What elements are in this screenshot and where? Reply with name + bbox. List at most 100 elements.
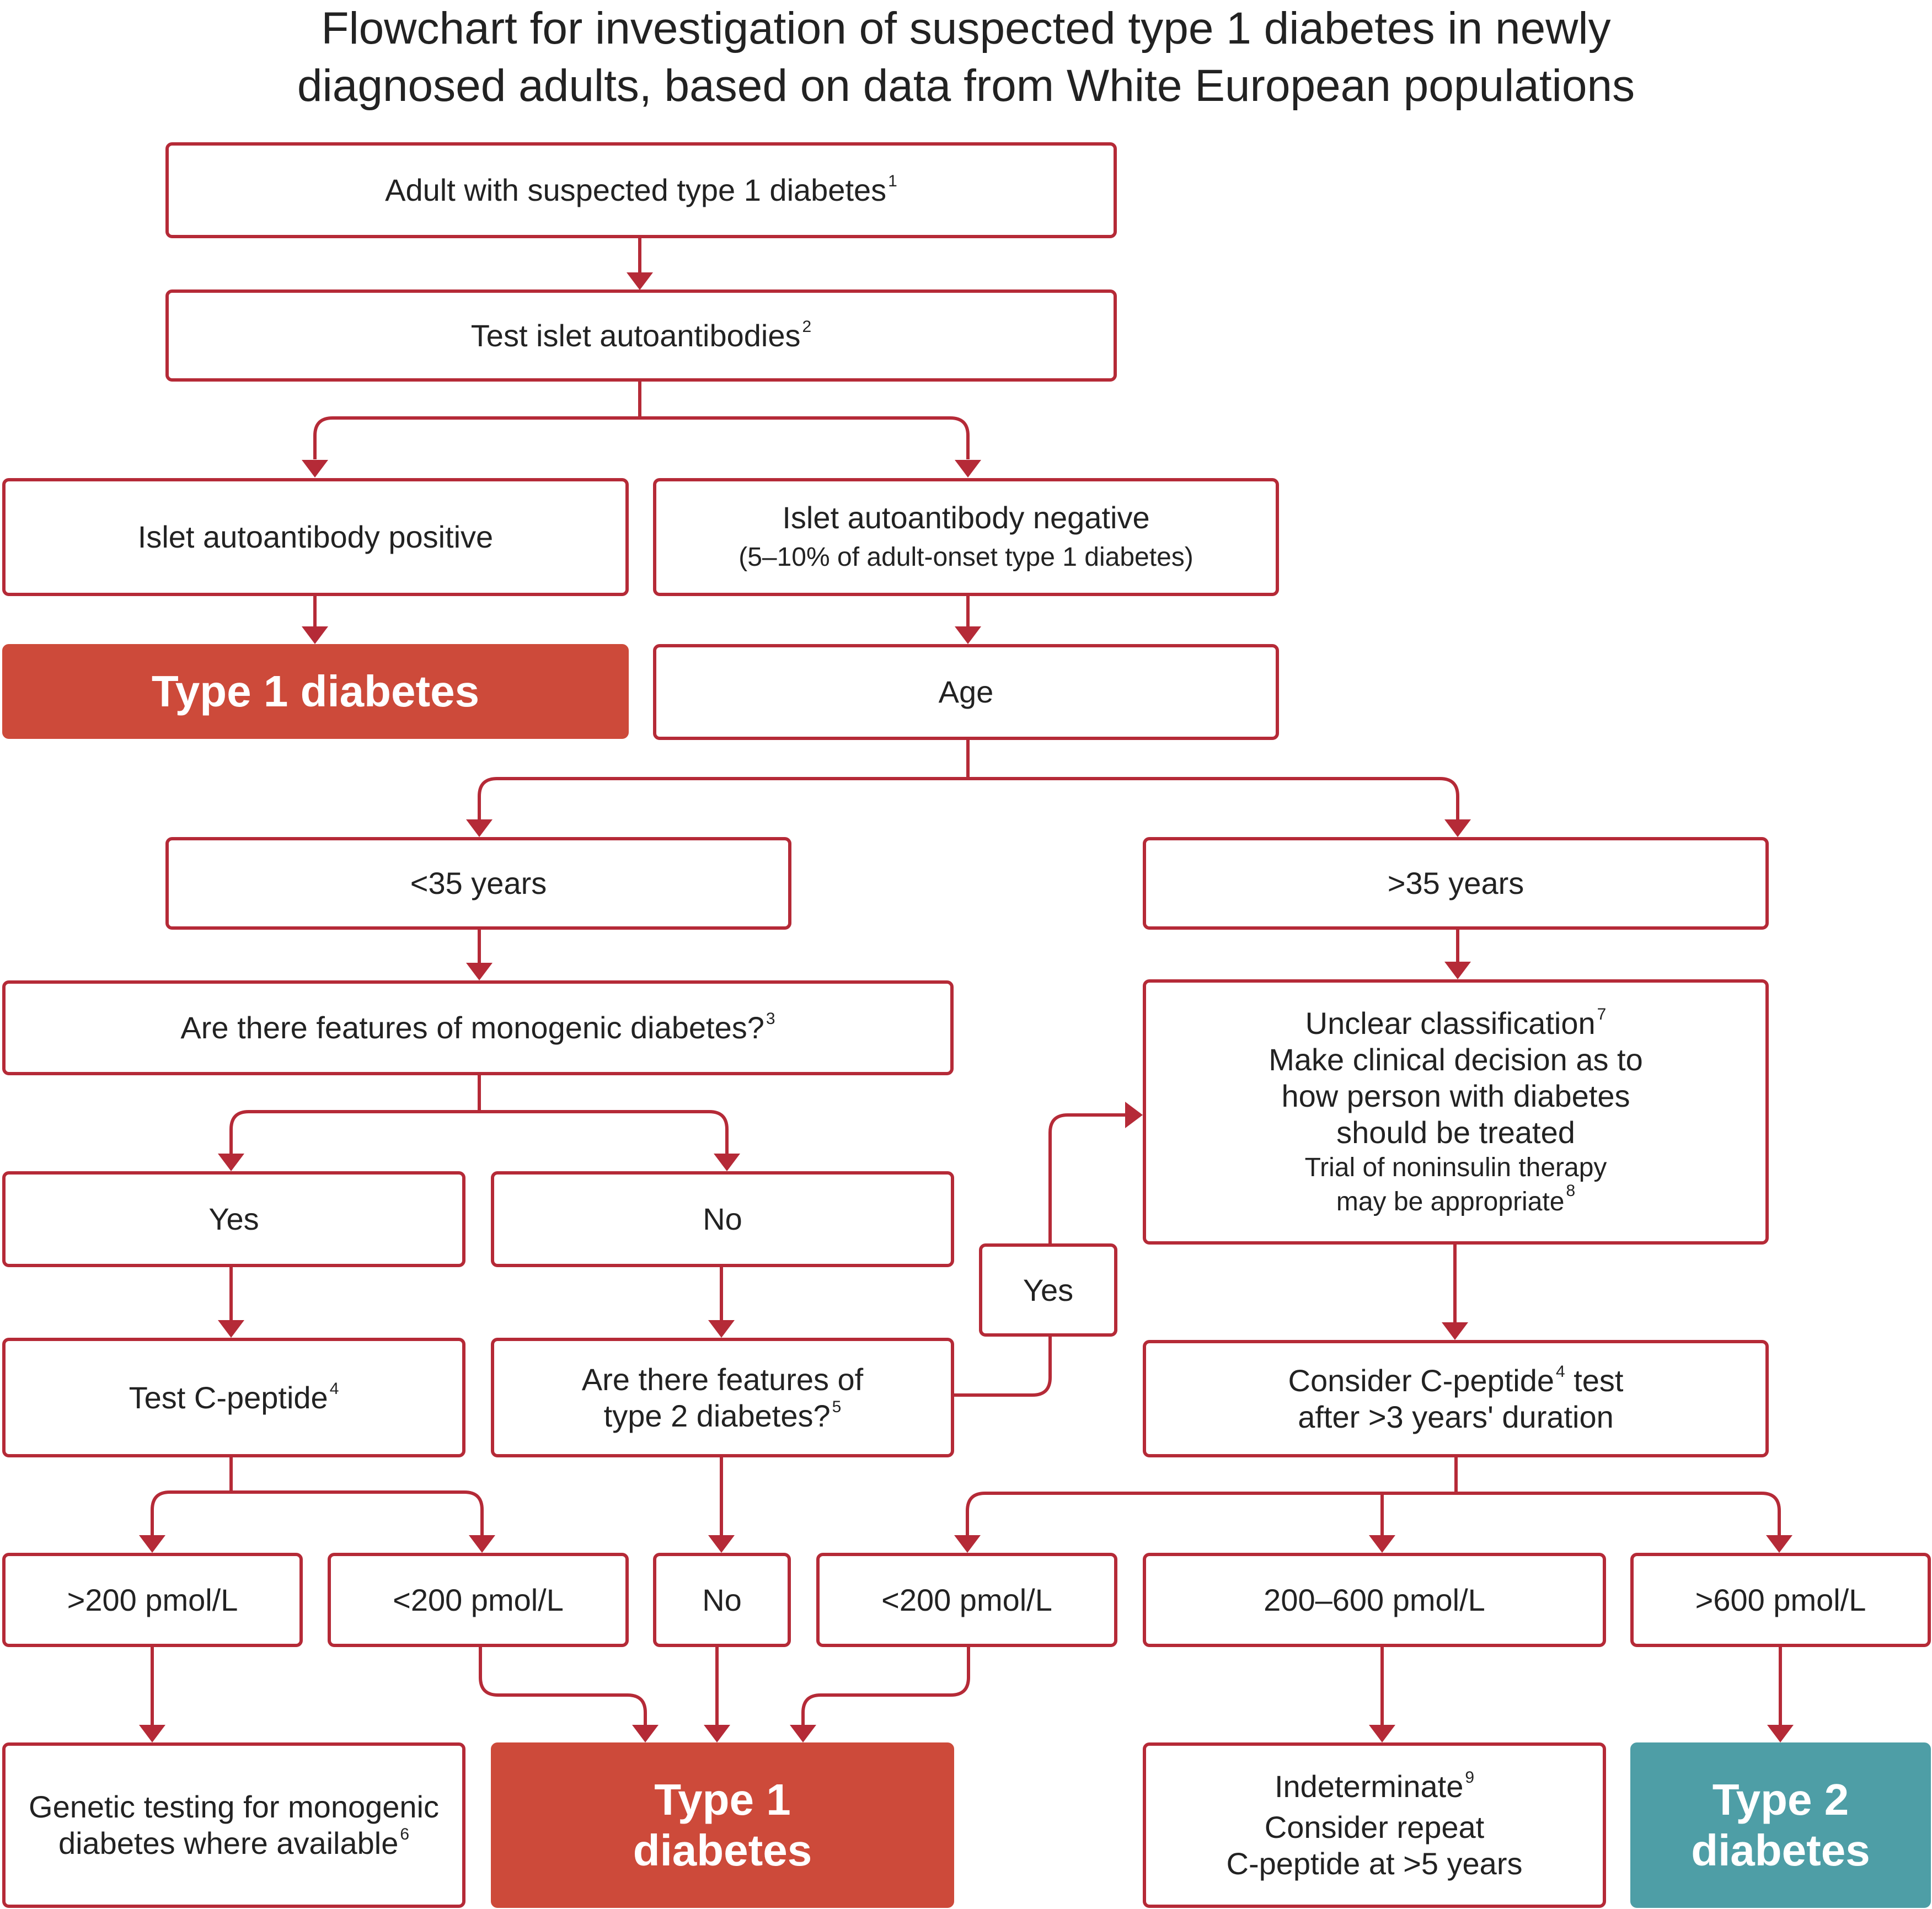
arrowhead	[139, 1535, 165, 1553]
no-monogenic-box: No	[491, 1171, 954, 1267]
over35-text: >35 years	[1387, 866, 1524, 900]
arrowhead	[139, 1725, 165, 1742]
arrow-test-cpeptide-split	[151, 1456, 484, 1535]
yes-monogenic-text: Yes	[208, 1202, 259, 1236]
page-title: Flowchart for investigation of suspected…	[0, 0, 1932, 115]
arrowhead	[704, 1725, 730, 1742]
result-gt200-text: >200 pmol/L	[67, 1582, 238, 1617]
over35-box: >35 years	[1143, 837, 1769, 930]
type1-diabetes-bottom-box: Type 1 diabetes	[491, 1742, 954, 1908]
indeterminate-line-2: Consider repeat	[1264, 1810, 1485, 1844]
arrowhead	[790, 1725, 816, 1742]
type2-features-question-box: Are there features of type 2 diabetes?5	[491, 1338, 954, 1457]
monogenic-question-box: Are there features of monogenic diabetes…	[2, 980, 954, 1075]
type2-question-line-1: Are there features of	[581, 1361, 864, 1397]
result-gt600-text: >600 pmol/L	[1695, 1582, 1866, 1617]
yes-type2-text: Yes	[1023, 1272, 1074, 1307]
start-text: Adult with suspected type 1 diabetes	[385, 173, 887, 207]
genetic-testing-line-2: diabetes where available	[58, 1826, 399, 1860]
arrowhead	[627, 272, 653, 290]
arrowhead	[955, 460, 981, 478]
arrow-monogenic-split	[229, 1074, 729, 1155]
footnote-ref: 5	[832, 1397, 842, 1416]
arrowhead	[469, 1535, 495, 1553]
footnote-ref: 4	[1555, 1362, 1565, 1381]
footnote-ref: 1	[888, 172, 897, 190]
consider-cpeptide-line-1: Consider C-peptide	[1288, 1363, 1554, 1398]
age-text: Age	[938, 674, 994, 709]
autoantibody-positive-box: Islet autoantibody positive	[2, 478, 629, 596]
title-line-1: Flowchart for investigation of suspected…	[321, 3, 1611, 53]
arrowhead	[1369, 1535, 1395, 1553]
arrowhead	[1369, 1725, 1395, 1742]
result-lt200-right-box: <200 pmol/L	[816, 1553, 1117, 1647]
type1-diabetes-top-text: Type 1 diabetes	[151, 667, 480, 716]
arrowhead	[955, 626, 981, 644]
autoantibody-positive-text: Islet autoantibody positive	[137, 519, 494, 554]
arrow-t2q-yes-to-unclear	[951, 1113, 1125, 1397]
arrowhead	[218, 1320, 244, 1338]
arrowhead	[466, 963, 493, 980]
type1-bottom-line-2: diabetes	[633, 1826, 812, 1875]
test-autoantibodies-text: Test islet autoantibodies	[470, 318, 801, 353]
arrow-consider-split	[966, 1456, 1781, 1535]
arrowhead	[714, 1154, 740, 1171]
test-cpeptide-text: Test C-peptide	[129, 1380, 328, 1415]
arrowhead	[302, 626, 328, 644]
under35-box: <35 years	[165, 837, 791, 930]
type2-line-1: Type 2	[1712, 1775, 1849, 1824]
footnote-ref: 4	[329, 1379, 339, 1398]
type1-diabetes-top-box: Type 1 diabetes	[2, 644, 629, 739]
arrowhead	[1125, 1102, 1143, 1128]
arrowhead	[1442, 1322, 1468, 1340]
autoantibody-negative-note: (5–10% of adult-onset type 1 diabetes)	[738, 543, 1194, 572]
result-lt200-right-text: <200 pmol/L	[881, 1582, 1052, 1617]
genetic-testing-box: Genetic testing for monogenic diabetes w…	[2, 1742, 465, 1908]
unclear-line-6: may be appropriate	[1336, 1187, 1565, 1216]
unclear-line-5: Trial of noninsulin therapy	[1304, 1152, 1607, 1182]
indeterminate-line-1: Indeterminate	[1274, 1769, 1464, 1804]
indeterminate-line-3: C-peptide at >5 years	[1226, 1846, 1523, 1881]
footnote-ref: 2	[802, 317, 812, 336]
title-line-2: diagnosed adults, based on data from Whi…	[297, 61, 1635, 111]
result-no-box: No	[653, 1553, 791, 1647]
yes-type2-box: Yes	[979, 1243, 1117, 1337]
arrow-lt200b-to-type1	[801, 1646, 970, 1726]
arrowhead	[708, 1320, 735, 1338]
arrowhead	[1444, 962, 1471, 979]
autoantibody-negative-text: Islet autoantibody negative	[782, 500, 1150, 535]
type2-line-2: diabetes	[1691, 1826, 1870, 1875]
result-no-text: No	[702, 1582, 742, 1617]
unclear-line-1: Unclear classification	[1305, 1005, 1596, 1041]
unclear-line-4: should be treated	[1336, 1114, 1575, 1150]
monogenic-question-text: Are there features of monogenic diabetes…	[180, 1010, 764, 1045]
autoantibody-negative-box: Islet autoantibody negative (5–10% of ad…	[653, 478, 1279, 596]
arrowhead	[632, 1725, 659, 1742]
arrowhead	[466, 819, 493, 837]
arrow-age-split	[478, 739, 1459, 821]
genetic-testing-line-1: Genetic testing for monogenic	[29, 1789, 439, 1824]
footnote-ref: 6	[400, 1825, 410, 1843]
arrowhead	[708, 1535, 735, 1553]
consider-cpeptide-line-1b: test	[1565, 1363, 1624, 1398]
arrowhead	[1767, 1725, 1794, 1742]
under35-text: <35 years	[410, 866, 547, 900]
arrow-test-split	[313, 380, 970, 459]
arrowhead	[1766, 1535, 1792, 1553]
unclear-line-3: how person with diabetes	[1281, 1078, 1630, 1113]
arrow-lt200a-to-type1	[479, 1646, 647, 1726]
type2-question-line-2: type 2 diabetes?	[603, 1398, 831, 1433]
arrowhead	[954, 1535, 981, 1553]
footnote-ref: 3	[766, 1010, 775, 1028]
type2-diabetes-box: Type 2 diabetes	[1630, 1742, 1931, 1908]
result-lt200-left-box: <200 pmol/L	[328, 1553, 629, 1647]
footnote-ref: 8	[1566, 1181, 1576, 1200]
result-lt200-left-text: <200 pmol/L	[393, 1582, 564, 1617]
